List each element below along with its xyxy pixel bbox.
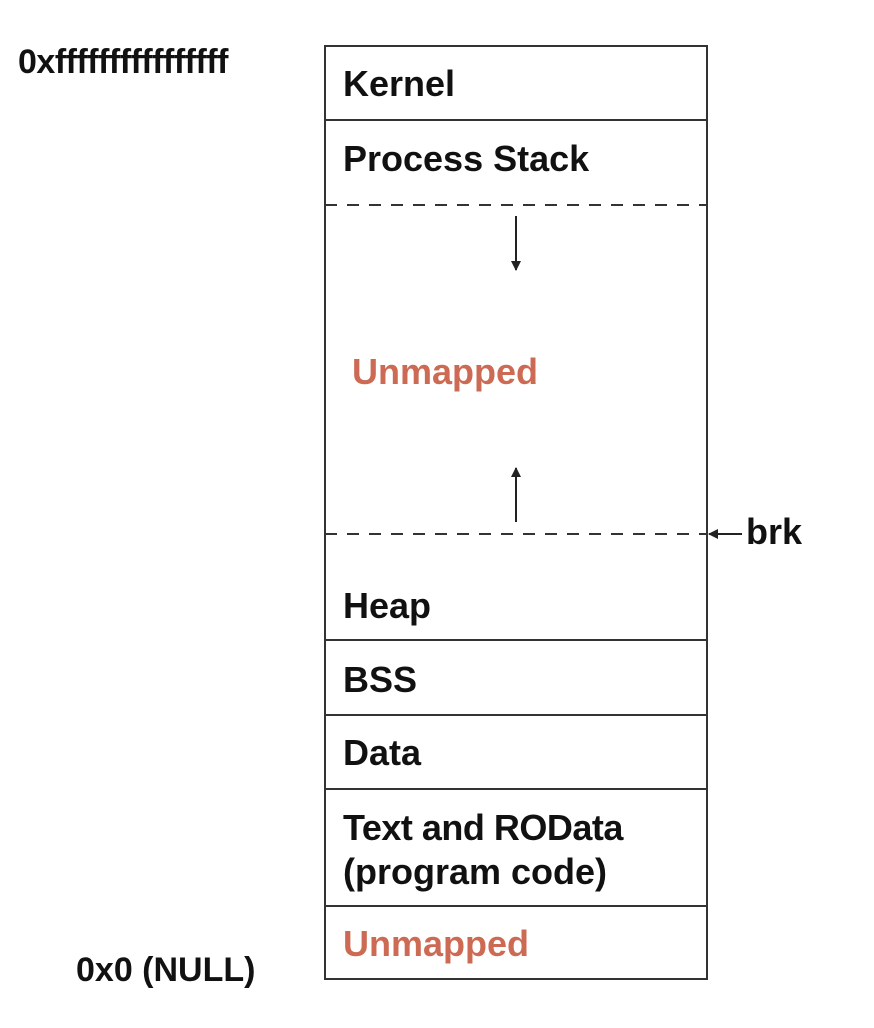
top-address-label: 0xffffffffffffffff	[18, 43, 228, 81]
brk-label: brk	[746, 511, 803, 552]
address-space-box	[324, 45, 708, 980]
segment-unmapped-bottom: Unmapped	[343, 923, 530, 964]
bottom-address-label: 0x0 (NULL)	[76, 951, 256, 989]
segment-bss: BSS	[343, 659, 418, 700]
segment-data: Data	[343, 732, 422, 773]
segment-unmapped-middle: Unmapped	[352, 351, 539, 392]
segment-program-code: (program code)	[343, 851, 608, 892]
segment-heap: Heap	[343, 585, 432, 626]
segment-kernel: Kernel	[343, 63, 456, 104]
segment-process-stack: Process Stack	[343, 138, 590, 179]
segment-text-rodata: Text and ROData	[343, 807, 623, 848]
